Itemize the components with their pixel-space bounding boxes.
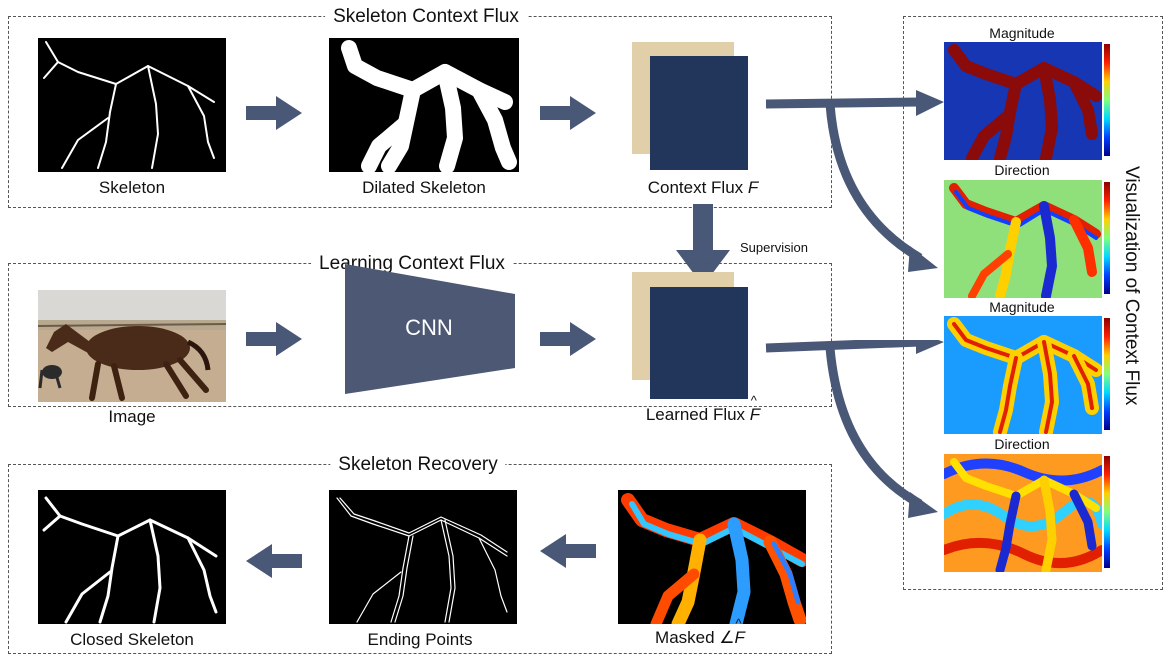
visualization-section [903,16,1163,590]
section-title-skeleton-recovery: Skeleton Recovery [330,454,506,476]
vis-title-1: Magnitude [989,25,1055,41]
caption-closed-skeleton: Closed Skeleton [70,630,194,649]
caption-masked-flux: Masked ∠^F [655,616,745,647]
dilated-skeleton-image [329,38,519,172]
vis-magnitude-2 [944,316,1102,434]
caption-skeleton: Skeleton [98,178,166,197]
horse-image [38,290,226,402]
caption-image: Image [108,407,156,426]
arrow-left-1 [246,544,302,578]
arrow-right-4 [540,322,596,356]
supervision-label: Supervision [740,240,808,255]
ending-points-image [329,490,517,624]
colorbar-2 [1104,182,1110,294]
colorbar-3 [1104,318,1110,430]
colorbar-4 [1104,456,1110,568]
arrow-right-1 [246,96,302,130]
context-flux-front-layer [650,56,748,170]
vis-title-4: Direction [994,436,1050,452]
arrow-right-2 [540,96,596,130]
vis-title-3: Magnitude [989,299,1055,315]
supervision-arrow [676,204,730,286]
learned-flux-front-layer [650,287,748,399]
skeleton-image [38,38,226,172]
learned-flux-symbol: F [749,405,761,424]
caption-learned-flux: Learned Flux ^F [645,393,761,424]
visualization-side-title: Visualization of Context Flux [1121,166,1142,406]
vis-direction-1 [944,180,1102,298]
colorbar-1 [1104,44,1110,156]
cnn-block [345,264,515,394]
section-title-skeleton-context-flux: Skeleton Context Flux [325,6,527,28]
caption-context-flux: Context Flux F [647,178,759,197]
vis-direction-2 [944,454,1102,572]
curved-arrows-top [765,90,944,272]
caption-ending-points: Ending Points [367,630,473,649]
arrow-left-2 [540,534,596,568]
curved-arrows-bottom [765,340,944,518]
masked-flux-symbol: F [734,628,745,647]
caption-dilated-skeleton: Dilated Skeleton [362,178,486,197]
masked-flux-image [618,490,806,624]
vis-magnitude-1 [944,42,1102,160]
arrow-right-3 [246,322,302,356]
closed-skeleton-image [38,490,226,624]
context-flux-symbol: F [747,178,759,197]
vis-title-2: Direction [994,162,1050,178]
cnn-label: CNN [405,315,453,340]
